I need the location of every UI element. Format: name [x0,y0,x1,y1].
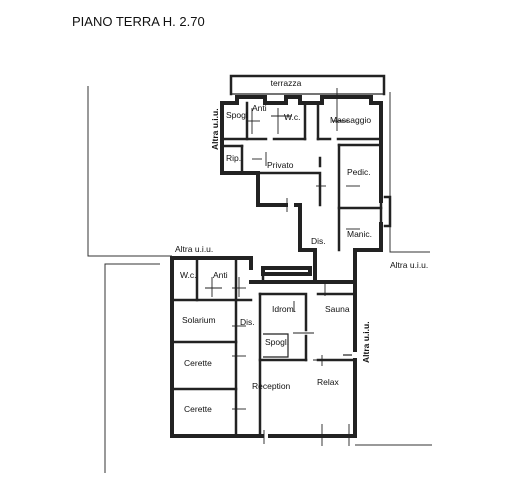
lower-walls [170,256,357,438]
label-altra-right: Altra u.i.u. [361,321,371,363]
label-solarium: Solarium [182,315,216,325]
page-title: PIANO TERRA H. 2.70 [72,14,205,29]
upper-interior [220,101,383,252]
label-wc-bottom: W.c. [180,270,197,280]
label-massaggio: Massaggio [330,115,371,125]
label-relax: Relax [317,377,339,387]
label-terrazza: terrazza [271,78,302,88]
label-reception: Reception [252,381,291,391]
label-manic: Manic. [347,229,372,239]
label-pedic: Pedic. [347,167,371,177]
label-rip: Rip. [226,153,241,163]
label-altra-top: Altra u.i.u. [210,108,220,150]
label-idrom: Idrom. [272,304,296,314]
upper-walls [220,95,392,284]
label-dis-top: Dis. [311,236,326,246]
context-lines [87,86,432,473]
label-anti-bottom: Anti [213,270,228,280]
room-labels: terrazza Spogl Anti W.c. Massaggio Rip. … [175,78,428,414]
label-cerette-1: Cerette [184,358,212,368]
label-spogl-bottom: Spogl. [265,337,289,347]
label-privato: Privato [267,160,294,170]
label-anti-top: Anti [252,103,267,113]
door-marks [205,88,360,446]
lower-interior [170,256,357,438]
label-spogl-top: Spogl [226,110,248,120]
label-altra-right-top: Altra u.i.u. [390,260,428,270]
label-altra-left: Altra u.i.u. [175,244,213,254]
label-dis-bottom: Dis. [240,317,255,327]
label-cerette-2: Cerette [184,404,212,414]
terrace [229,74,386,96]
label-sauna: Sauna [325,304,350,314]
label-wc-top: W.c. [284,112,301,122]
